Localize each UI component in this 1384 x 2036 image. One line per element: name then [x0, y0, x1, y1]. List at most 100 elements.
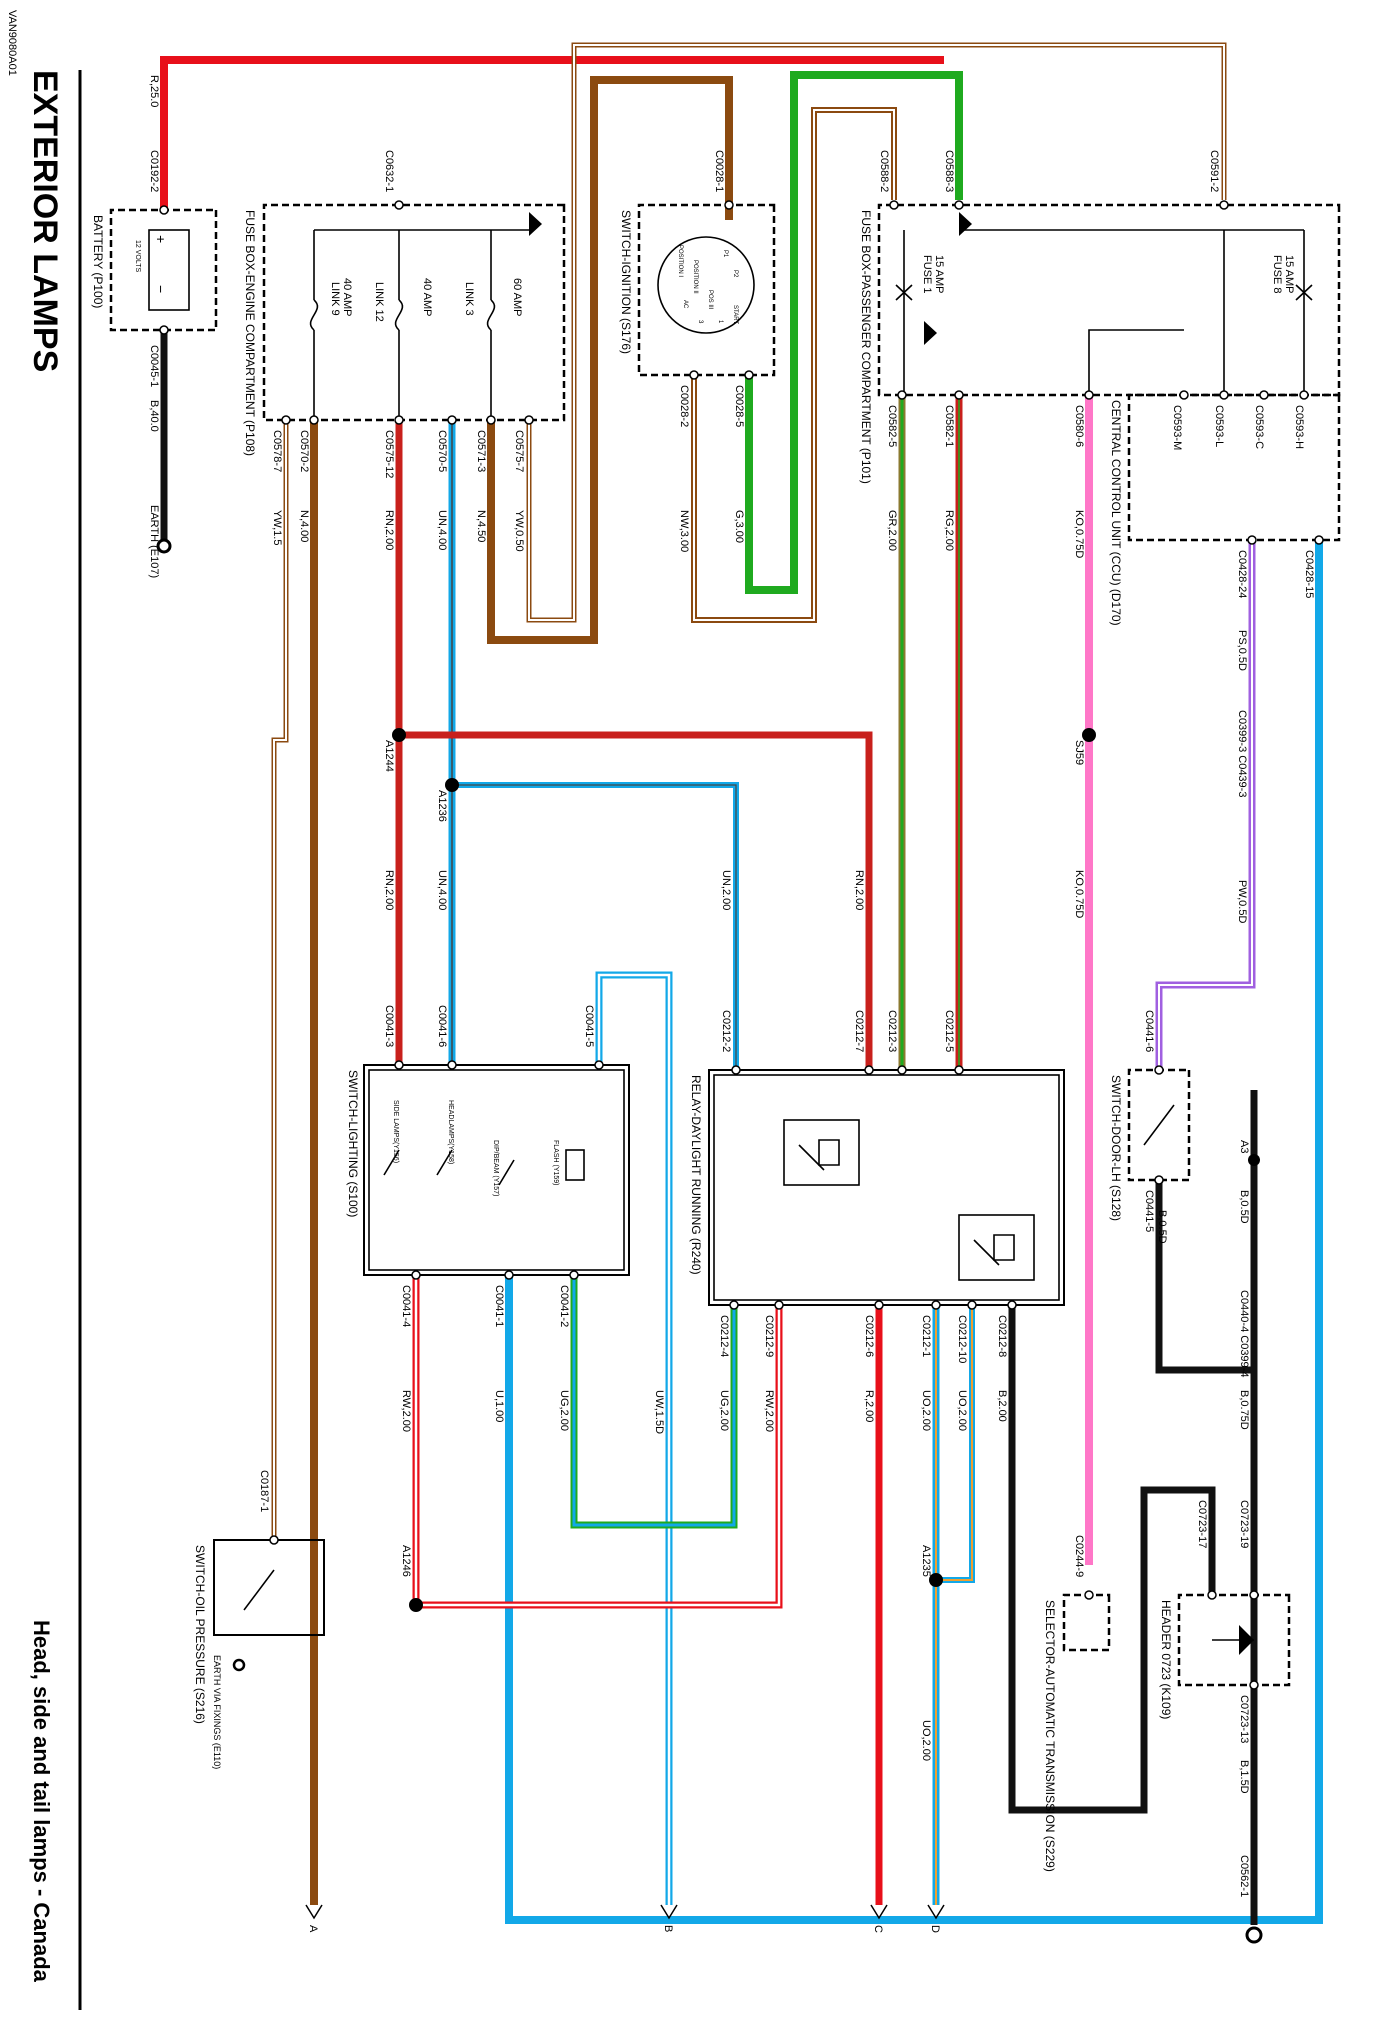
svg-text:RN,2.00: RN,2.00 [383, 510, 395, 550]
header-label: HEADER 0723 (K109) [1159, 1600, 1173, 1719]
lighting-label: SWITCH-LIGHTING (S100) [346, 1070, 360, 1217]
svg-text:C0212-9: C0212-9 [763, 1315, 775, 1357]
svg-text:C0588-2: C0588-2 [878, 150, 890, 192]
svg-text:C0041-6: C0041-6 [436, 1005, 448, 1047]
splice-a3 [1248, 1154, 1260, 1166]
svg-text:POSITION II: POSITION II [692, 260, 698, 294]
svg-text:RG,2.00: RG,2.00 [943, 510, 955, 551]
splice-labels: A1244 A1236 SJ59 A3 A1235 A1246 [383, 740, 1250, 1577]
svg-text:C0212-2: C0212-2 [720, 1010, 732, 1052]
svg-text:D: D [929, 1925, 941, 1933]
wire-uw150 [595, 971, 673, 1905]
relay-label: RELAY-DAYLIGHT RUNNING (R240) [689, 1075, 703, 1275]
wire-b200 [1008, 1305, 1216, 1814]
svg-text:C0570-5: C0570-5 [436, 430, 448, 472]
svg-text:B,1.5D: B,1.5D [1238, 1760, 1250, 1794]
svg-text:N,4.50: N,4.50 [475, 510, 487, 542]
link9-icon [309, 299, 319, 331]
svg-text:SIDE LAMPS(Y156): SIDE LAMPS(Y156) [392, 1100, 399, 1163]
terminal-a: A [305, 1904, 323, 1933]
svg-text:FLASH (Y159): FLASH (Y159) [552, 1140, 559, 1186]
svg-text:C: C [872, 1925, 884, 1933]
svg-text:A1246: A1246 [400, 1545, 412, 1577]
svg-text:POS III: POS III [707, 290, 713, 310]
svg-text:C0212-10: C0212-10 [956, 1315, 968, 1363]
svg-text:UO,2.00: UO,2.00 [920, 1390, 932, 1431]
relay-coil-2-icon [958, 1214, 1035, 1281]
connector-labels: C0192-2 C0045-1 C0632-1 C0578-7 C0570-2 … [148, 150, 1315, 1897]
svg-text:POSITION I: POSITION I [677, 245, 683, 277]
svg-text:G,3.00: G,3.00 [733, 510, 745, 543]
wire-ps050 [1155, 540, 1256, 1070]
terminal-b: B [660, 1904, 678, 1932]
svg-text:C0041-4: C0041-4 [400, 1285, 412, 1327]
terminal-c0562-symbol [1245, 1926, 1263, 1944]
svg-text:C0723-19: C0723-19 [1238, 1500, 1250, 1548]
svg-text:C0593-M: C0593-M [1171, 405, 1183, 450]
svg-text:C0582-5: C0582-5 [886, 405, 898, 447]
page-subtitle: Head, side and tail lamps - Canada [29, 1620, 54, 1983]
selector-label: SELECTOR-AUTOMATIC TRANSMISSION (S229) [1043, 1600, 1057, 1872]
switch-contact-icon [383, 1149, 400, 1176]
svg-text:UW,1.5D: UW,1.5D [653, 1390, 665, 1434]
svg-text:15 AMP: 15 AMP [1283, 255, 1295, 294]
arrow-icon [529, 212, 542, 236]
flash-relay-icon [565, 1149, 585, 1181]
earth-e110-symbol [232, 1658, 246, 1672]
svg-text:A1236: A1236 [436, 790, 448, 822]
svg-text:C0593-C: C0593-C [1253, 405, 1265, 449]
svg-text:C0441-6: C0441-6 [1143, 1010, 1155, 1052]
connector-pins [159, 200, 1324, 1690]
wire-u100 [505, 540, 1323, 1924]
svg-text:RW,2.00: RW,2.00 [763, 1390, 775, 1432]
fuse-box-passenger-label: FUSE BOX-PASSENGER COMPARTMENT (P101) [859, 210, 873, 484]
svg-text:15 AMP: 15 AMP [933, 255, 945, 294]
svg-text:C0212-1: C0212-1 [920, 1315, 932, 1357]
link3-icon [486, 299, 496, 331]
svg-text:C0028-5: C0028-5 [733, 385, 745, 427]
fuse-box-engine-p108: FUSE BOX-ENGINE COMPARTMENT (P108) LINK … [243, 203, 566, 456]
svg-text:C0582-1: C0582-1 [943, 405, 955, 447]
oil-switch-contact-icon [243, 1569, 275, 1611]
svg-text:B,40.0: B,40.0 [148, 400, 160, 432]
svg-text:FUSE 1: FUSE 1 [921, 255, 933, 294]
svg-text:C0588-3: C0588-3 [943, 150, 955, 192]
svg-text:B,2.00: B,2.00 [996, 1390, 1008, 1422]
svg-text:B,0.75D: B,0.75D [1238, 1390, 1250, 1430]
relay-daylight-running-r240: RELAY-DAYLIGHT RUNNING (R240) [689, 1069, 1065, 1306]
svg-text:START: START [732, 305, 738, 324]
svg-text:A1235: A1235 [920, 1545, 932, 1577]
svg-text:UO,2.00: UO,2.00 [956, 1390, 968, 1431]
svg-text:C0192-2: C0192-2 [148, 150, 160, 192]
svg-text:3: 3 [697, 320, 703, 324]
svg-text:C0187-1: C0187-1 [258, 1470, 270, 1512]
svg-text:C0028-1: C0028-1 [713, 150, 725, 192]
earth-e107-symbol [156, 538, 172, 554]
fuse1-icon [895, 284, 913, 301]
svg-text:A3: A3 [1238, 1140, 1250, 1153]
battery-label: BATTERY (P100) [91, 215, 105, 308]
svg-text:C0428-24: C0428-24 [1236, 550, 1248, 598]
switch-contact-icon [498, 1159, 515, 1186]
svg-text:C0041-5: C0041-5 [583, 1005, 595, 1047]
svg-text:C0041-3: C0041-3 [383, 1005, 395, 1047]
svg-text:AC: AC [682, 300, 688, 309]
svg-text:C0440-4 C0399-4: C0440-4 C0399-4 [1238, 1290, 1250, 1377]
svg-text:UN,4.00: UN,4.00 [436, 870, 448, 910]
splice-sj59 [1082, 728, 1096, 742]
svg-text:C0244-9: C0244-9 [1073, 1535, 1085, 1577]
svg-text:RN,2.00: RN,2.00 [383, 870, 395, 910]
svg-text:PW,0.5D: PW,0.5D [1236, 880, 1248, 923]
svg-text:P2: P2 [732, 270, 738, 278]
svg-text:C0045-1: C0045-1 [148, 345, 160, 387]
svg-text:RW,2.00: RW,2.00 [400, 1390, 412, 1432]
svg-text:1: 1 [717, 320, 723, 324]
battery-plus-icon: + [153, 235, 169, 243]
svg-text:R,2.00: R,2.00 [863, 1390, 875, 1422]
battery-voltage: 12 VOLTS [134, 240, 141, 272]
fuse-box-passenger-p101: FUSE BOX-PASSENGER COMPARTMENT (P101) FU… [859, 203, 1341, 484]
fuse-box-engine-label: FUSE BOX-ENGINE COMPARTMENT (P108) [243, 210, 257, 456]
earth-e107-label: EARTH (E107) [148, 505, 160, 578]
battery-minus-icon: − [153, 285, 169, 293]
svg-text:UO,2.00: UO,2.00 [920, 1720, 932, 1761]
